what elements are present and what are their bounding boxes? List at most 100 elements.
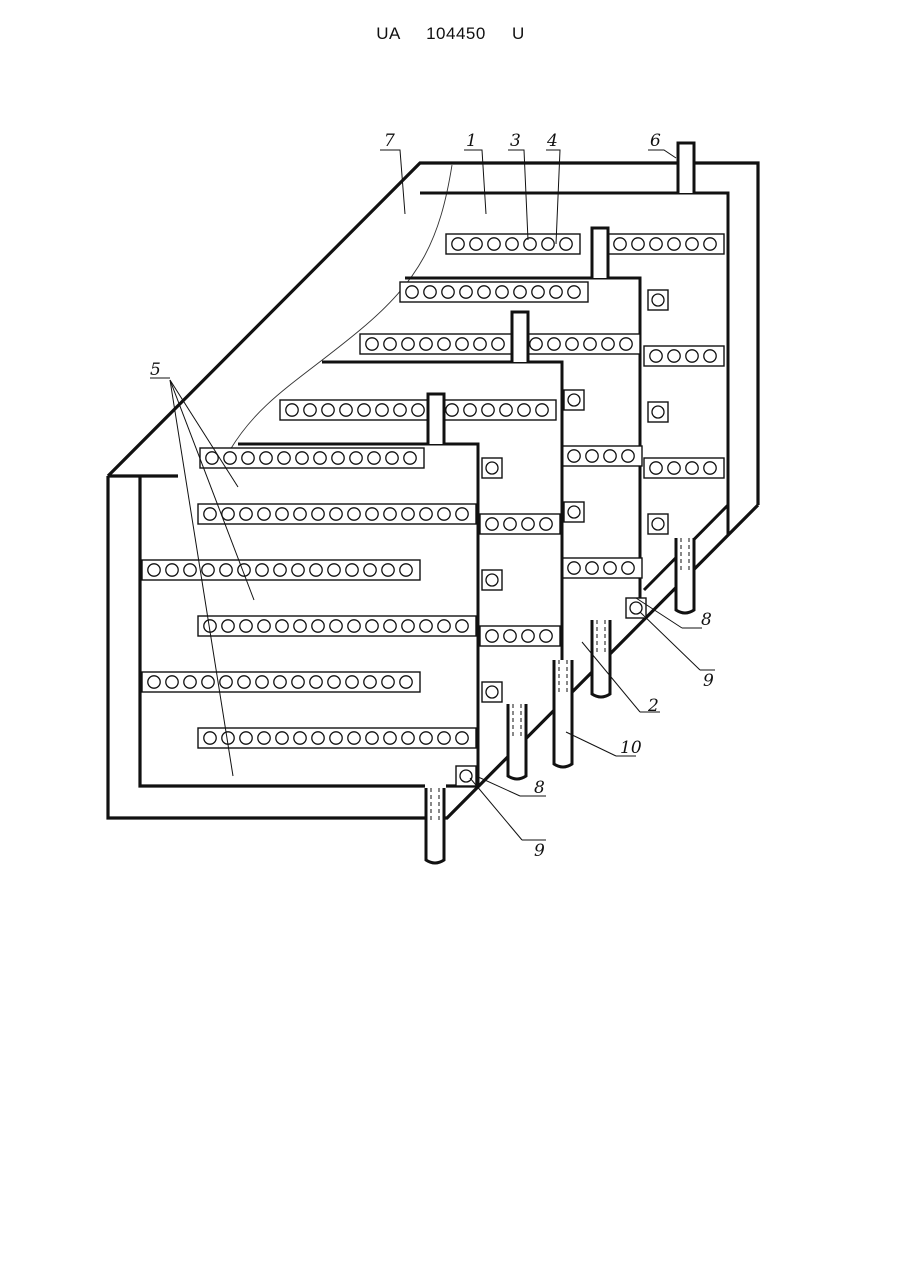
chamber-4-row-a-hole	[242, 452, 254, 464]
chamber-2-row-e-hole	[568, 562, 580, 574]
chamber-4-row-d-hole	[456, 620, 468, 632]
chamber-3-row-d-hole	[522, 630, 534, 642]
chamber-4-row-c-hole	[184, 564, 196, 576]
chamber-2-row-a-hole	[550, 286, 562, 298]
chamber-1-row-c-hole	[668, 350, 680, 362]
chamber-4-row-a-hole	[314, 452, 326, 464]
chamber-4-row-e-hole	[382, 676, 394, 688]
outer-housing	[108, 163, 758, 818]
chamber-3-row-b-hole	[482, 404, 494, 416]
chamber-4-row-d-hole	[276, 620, 288, 632]
chamber-2-row-b-hole	[492, 338, 504, 350]
chamber-3-row-a-tray	[280, 400, 432, 420]
chamber-2-row-c-hole	[602, 338, 614, 350]
chamber-3-row-a-hole	[412, 404, 424, 416]
chamber-2-row-c-hole	[566, 338, 578, 350]
chamber-3-row-a-hole	[286, 404, 298, 416]
chamber-1-row-a-hole	[452, 238, 464, 250]
chamber-1-row-c-hole	[686, 350, 698, 362]
chamber-4-row-e-hole	[148, 676, 160, 688]
chamber-2-row-b-hole	[456, 338, 468, 350]
chamber-4-row-d-hole	[330, 620, 342, 632]
chamber-4-row-c-hole	[400, 564, 412, 576]
chamber-2-row-a-hole	[568, 286, 580, 298]
chamber-4-riser	[428, 394, 444, 444]
chamber-2-row-b-hole	[384, 338, 396, 350]
chamber-4-row-b-hole	[366, 508, 378, 520]
chamber-1-row-d-hole	[650, 462, 662, 474]
chamber-4-row-c-hole	[328, 564, 340, 576]
chamber-4-row-c-hole	[220, 564, 232, 576]
chamber-2-row-d-hole	[622, 450, 634, 462]
chamber-4-row-c-hole	[382, 564, 394, 576]
callout-6: 6	[650, 131, 661, 151]
chamber-3-row-a-hole	[304, 404, 316, 416]
chamber-2-row-e-hole	[586, 562, 598, 574]
chamber-4-row-e-hole	[346, 676, 358, 688]
chamber-4-row-f-hole	[420, 732, 432, 744]
chamber-4-row-d-hole	[312, 620, 324, 632]
chamber-1-row-d-hole	[668, 462, 680, 474]
callout-8-left: 8	[534, 778, 545, 798]
chamber-4-row-f-hole	[402, 732, 414, 744]
chamber-3-row-b-hole	[446, 404, 458, 416]
chamber-3-row-c-hole	[540, 518, 552, 530]
drain-pipe-chamber-3	[508, 704, 526, 779]
chamber-2-row-c-hole	[620, 338, 632, 350]
chamber-4-row-b-hole	[276, 508, 288, 520]
drain-pipe-chamber-1	[676, 538, 694, 613]
chamber-1-row-b-hole	[614, 238, 626, 250]
chamber-4-row-e-hole	[220, 676, 232, 688]
chamber-4-row-d-hole	[294, 620, 306, 632]
chamber-4-row-b-hole	[312, 508, 324, 520]
chamber-4-row-f-hole	[294, 732, 306, 744]
chamber-3-row-c-hole	[486, 518, 498, 530]
chamber-3-row-c-hole	[504, 518, 516, 530]
chamber-2-row-b-hole	[474, 338, 486, 350]
chamber-4-row-f-hole	[384, 732, 396, 744]
chamber-4-row-e-hole	[400, 676, 412, 688]
chamber-4-row-a-hole	[386, 452, 398, 464]
callout-4: 4	[546, 131, 558, 151]
chamber-4-row-f-hole	[366, 732, 378, 744]
chamber-4-row-e-hole	[274, 676, 286, 688]
chamber-4-row-b-hole	[222, 508, 234, 520]
chamber-3-port-a-hole	[486, 462, 498, 474]
chamber-3-row-a-hole	[376, 404, 388, 416]
chamber-1-row-a-hole	[524, 238, 536, 250]
chamber-4-row-c-hole	[202, 564, 214, 576]
chamber-4-row-f-hole	[312, 732, 324, 744]
chamber-4-row-b-hole	[348, 508, 360, 520]
chamber-1-row-c-hole	[704, 350, 716, 362]
chamber-2-row-a-hole	[496, 286, 508, 298]
chamber-4-row-d-hole	[384, 620, 396, 632]
chamber-4-row-e-hole	[328, 676, 340, 688]
chamber-4-row-e-hole	[202, 676, 214, 688]
chamber-4-row-a-hole	[296, 452, 308, 464]
chamber-4-row-c-hole	[256, 564, 268, 576]
chamber-2-row-c-hole	[584, 338, 596, 350]
chamber-2-row-c-hole	[548, 338, 560, 350]
chamber-4-row-b-hole	[204, 508, 216, 520]
chamber-4-row-a-hole	[350, 452, 362, 464]
chamber-1-row-a-hole	[506, 238, 518, 250]
chamber-1-port-c-hole	[652, 518, 664, 530]
chamber-4-row-e-hole	[310, 676, 322, 688]
chamber-1-row-c-hole	[650, 350, 662, 362]
chamber-4-row-d-hole	[420, 620, 432, 632]
chamber-4-row-a-hole	[224, 452, 236, 464]
chamber-4-row-b-hole	[456, 508, 468, 520]
chamber-3-row-d-hole	[504, 630, 516, 642]
chamber-4-row-f-hole	[330, 732, 342, 744]
chamber-4-row-c-hole	[166, 564, 178, 576]
chamber-2-row-d-hole	[568, 450, 580, 462]
chamber-4-row-f-hole	[438, 732, 450, 744]
chamber-1-row-b-hole	[704, 238, 716, 250]
chamber-1-row-b-hole	[686, 238, 698, 250]
chamber-1-row-d-hole	[686, 462, 698, 474]
chamber-3-riser	[512, 312, 528, 362]
chamber-1-port-b-hole	[652, 406, 664, 418]
chamber-4-row-c-hole	[148, 564, 160, 576]
chamber-2-port-a-hole	[568, 394, 580, 406]
